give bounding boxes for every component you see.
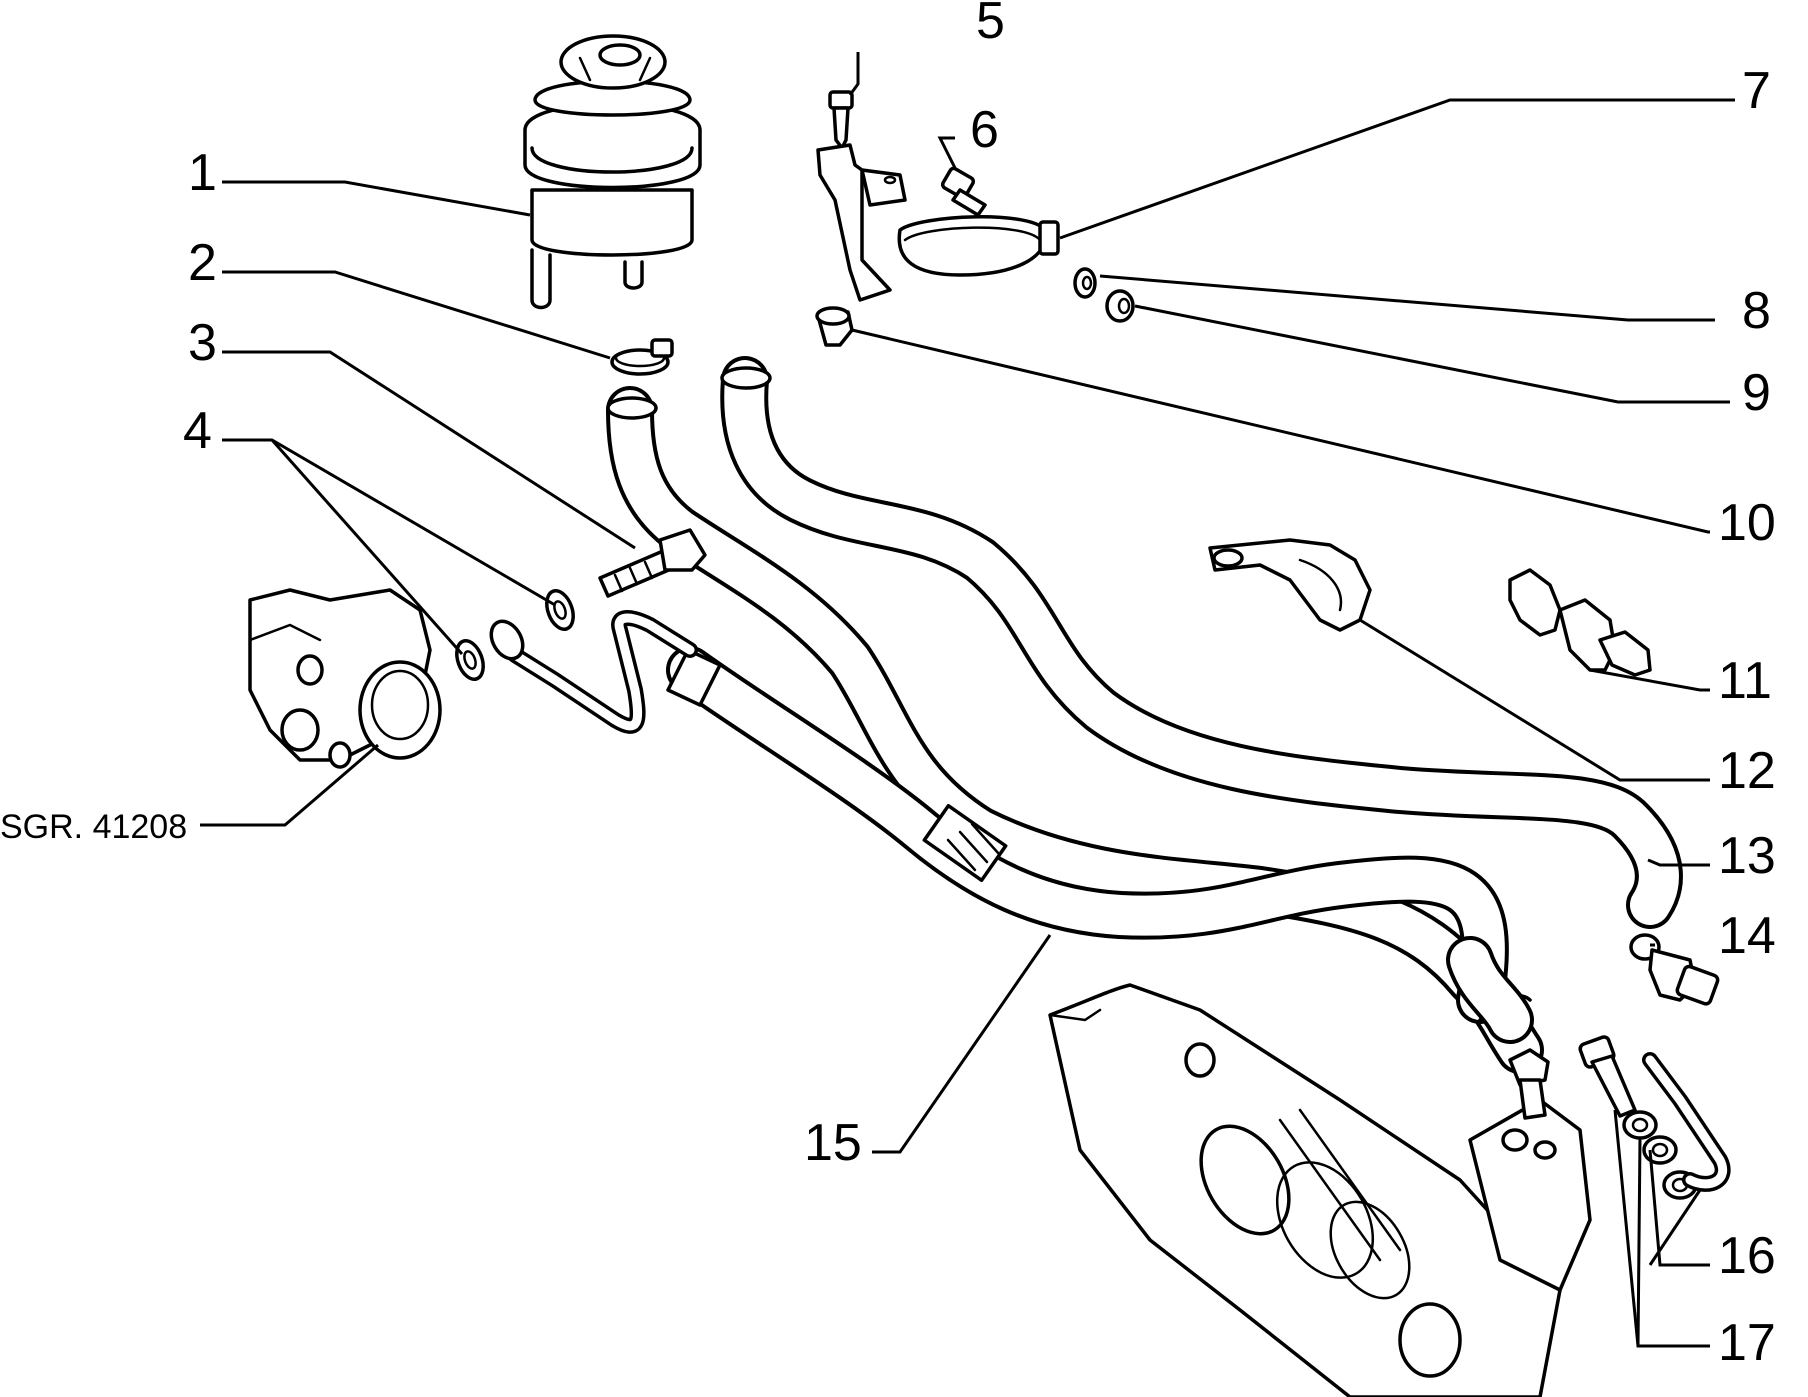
callout-11: 11 [1718,652,1772,710]
hose-clips [1508,568,1652,677]
callout-7: 7 [1742,62,1771,120]
callout-2: 2 [188,234,217,292]
callout-1: 1 [188,144,217,202]
callout-10: 10 [1718,494,1776,552]
callout-labels: 1 2 3 4 5 6 7 8 9 10 11 12 13 14 15 16 1… [0,0,1776,1372]
callout-6: 6 [970,101,999,159]
fluid-reservoir [523,34,702,310]
power-steering-pump [248,588,442,769]
rubber-bush-10 [815,306,854,347]
nut-9 [1105,289,1135,323]
steering-rack [1048,936,1592,1397]
callout-13: 13 [1718,827,1776,885]
hose-bracket [1208,538,1372,632]
callout-16: 16 [1718,1227,1776,1285]
pump-reference-label: SGR. 41208 [0,808,187,846]
callout-3: 3 [188,314,217,372]
sealing-washers [455,589,575,681]
callout-17: 17 [1718,1314,1776,1372]
callout-8: 8 [1742,282,1771,340]
rack-pipe [1642,1052,1731,1192]
metal-pipe [489,610,698,734]
hose-15-pressure-hose [666,646,1509,1024]
banjo-bolt [598,528,707,598]
callout-14: 14 [1718,907,1776,965]
callout-5: 5 [976,0,1005,50]
washer-8 [1073,267,1097,299]
leader-lines [200,52,1735,1348]
callout-4: 4 [183,402,212,460]
hose-13-return-hose [720,356,1683,929]
reservoir-bracket [816,143,1060,302]
bolt [940,166,987,217]
banjo-bolt-17 [1578,1035,1637,1118]
callout-15: 15 [804,1114,862,1172]
callout-12: 12 [1718,742,1776,800]
callout-9: 9 [1742,364,1771,422]
hose-clamp [610,338,674,376]
screw [828,90,854,150]
union-fitting [1629,933,1720,1006]
